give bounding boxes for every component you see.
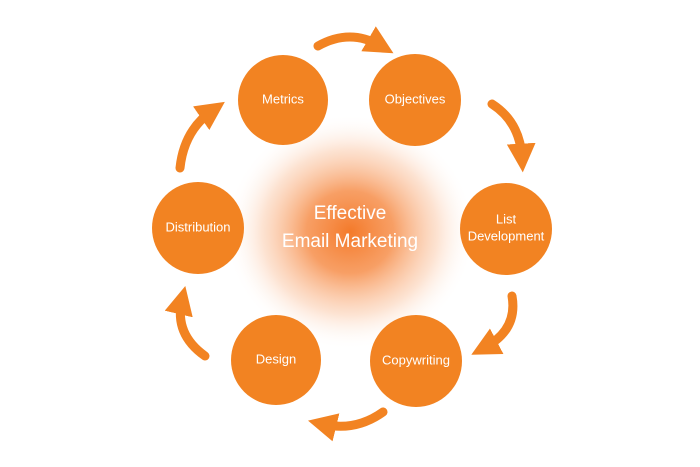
center-title-line1: Effective [314, 203, 387, 224]
node-distribution: Distribution [152, 182, 244, 274]
node-copywriting-circle [370, 315, 462, 407]
node-list-development-circle [460, 183, 552, 275]
node-list-development-label-line1: List [496, 211, 517, 226]
arrow-list-development-to-copywriting [471, 291, 518, 355]
node-objectives-label: Objectives [385, 91, 446, 106]
arrow-distribution-to-metrics [175, 101, 225, 173]
node-metrics-circle [238, 55, 328, 145]
node-design-label: Design [256, 351, 296, 366]
arrow-copywriting-to-design [308, 407, 388, 442]
cycle-arrows [164, 26, 536, 442]
node-list-development: List Development [460, 183, 552, 275]
center-title-line2: Email Marketing [282, 231, 418, 252]
node-objectives: Objectives [369, 54, 461, 146]
center-glow [225, 114, 475, 350]
node-metrics-label: Metrics [262, 91, 304, 106]
node-distribution-circle [152, 182, 244, 274]
arrow-metrics-to-objectives [313, 26, 394, 54]
node-copywriting-label: Copywriting [382, 352, 450, 367]
node-copywriting: Copywriting [370, 315, 462, 407]
node-design: Design [231, 315, 321, 405]
node-list-development-label-line2: Development [468, 228, 545, 243]
node-objectives-circle [369, 54, 461, 146]
node-design-circle [231, 315, 321, 405]
node-metrics: Metrics [238, 55, 328, 145]
arrow-objectives-to-list-development [487, 99, 536, 173]
arrow-design-to-distribution [164, 285, 210, 361]
node-distribution-label: Distribution [165, 219, 230, 234]
